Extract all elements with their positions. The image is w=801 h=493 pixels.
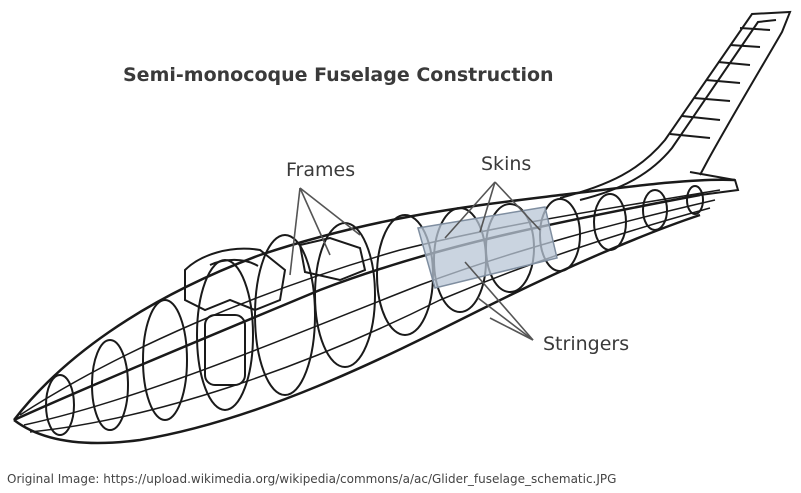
stringers-label: Stringers bbox=[543, 333, 630, 355]
skin-panel bbox=[417, 206, 558, 289]
leader-lines bbox=[289, 181, 541, 341]
diagram-title: Semi-monocoque Fuselage Construction bbox=[123, 64, 554, 86]
cockpit-frame bbox=[184, 236, 367, 386]
stringers bbox=[19, 189, 721, 433]
image-credit: Original Image: https://upload.wikimedia… bbox=[7, 472, 617, 486]
skins-label: Skins bbox=[481, 153, 532, 175]
fuselage-outline bbox=[13, 178, 736, 445]
tail-fin bbox=[559, 10, 792, 201]
frames-label: Frames bbox=[286, 159, 356, 181]
